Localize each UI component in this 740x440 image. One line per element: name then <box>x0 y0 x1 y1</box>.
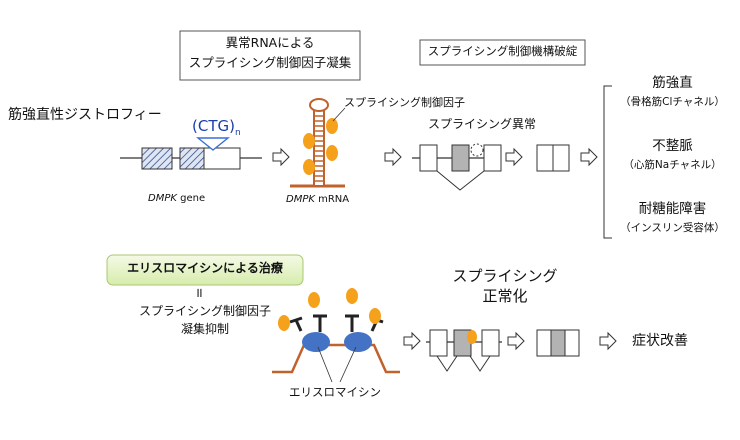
dmpk-gene-label: DMPK gene <box>148 193 205 205</box>
arrow-icon <box>507 331 525 351</box>
symptom-2-detail: （心筋Naチャネル） <box>623 159 722 171</box>
dmpk-mrna-label: DMPK mRNA <box>286 194 349 206</box>
symptom-3-detail: （インスリン受容体） <box>620 222 725 234</box>
erythromycin-label: エリスロマイシン <box>289 385 381 399</box>
title-box-line1: 異常RNAによる <box>225 35 315 50</box>
breakdown-label: スプライシング制御機構破綻 <box>427 44 578 58</box>
factor-pointer-line <box>332 107 346 122</box>
ctg-subscript: n <box>234 128 241 138</box>
treatment-box <box>106 254 304 286</box>
symptom-1-detail: （骨格筋Clチャネル） <box>620 96 725 108</box>
normal-splicing-diagram <box>426 329 502 372</box>
symptom-1-title: 筋強直 <box>652 75 693 91</box>
arrow-icon <box>272 147 290 167</box>
normalization-line1: スプライシング <box>452 267 558 285</box>
dmpk-mrna-italic: DMPK <box>286 194 315 205</box>
splicing-abnormal-label: スプライシング異常 <box>428 117 537 131</box>
inhibition-line1: スプライシング制御因子 <box>138 304 271 318</box>
treatment-label: エリスロマイシンによる治療 <box>127 261 283 275</box>
splicing-factor-dots <box>303 118 338 175</box>
improvement-label: 症状改善 <box>632 333 688 349</box>
dmpk-gene-diagram <box>120 137 262 170</box>
dmpk-gene-italic: DMPK <box>148 193 177 204</box>
ctg-text: (CTG) <box>192 117 235 135</box>
mrna-hairpin <box>290 98 345 188</box>
arrow-icon <box>384 147 402 167</box>
arrow-icon <box>580 147 598 167</box>
disease-name: 筋強直性ジストロフィー <box>8 107 162 123</box>
abnormal-splicing-diagram <box>412 143 502 191</box>
normal-mrna-product <box>536 329 580 357</box>
abnormal-mrna-product <box>536 144 570 172</box>
erythromycin-binding-diagram <box>272 288 400 383</box>
breakdown-box <box>419 39 586 66</box>
ctg-repeat-label: (CTG)n <box>192 117 241 138</box>
arrow-icon <box>505 147 523 167</box>
inhibition-line2: 凝集抑制 <box>180 322 229 336</box>
symptom-bracket <box>603 85 612 239</box>
title-box <box>179 30 361 81</box>
arrow-icon <box>599 331 617 351</box>
dmpk-gene-rest: gene <box>176 193 206 204</box>
title-box-line2: スプライシング制御因子凝集 <box>188 55 352 70</box>
equals-sign: ॥ <box>195 286 203 301</box>
symptom-3-title: 耐糖能障害 <box>638 201 707 217</box>
symptom-2-title: 不整脈 <box>652 138 693 154</box>
normalization-line2: 正常化 <box>482 287 528 305</box>
arrow-icon <box>403 331 421 351</box>
splicing-factor-label: スプライシング制御因子 <box>344 96 465 109</box>
dmpk-mrna-rest: mRNA <box>314 194 350 205</box>
